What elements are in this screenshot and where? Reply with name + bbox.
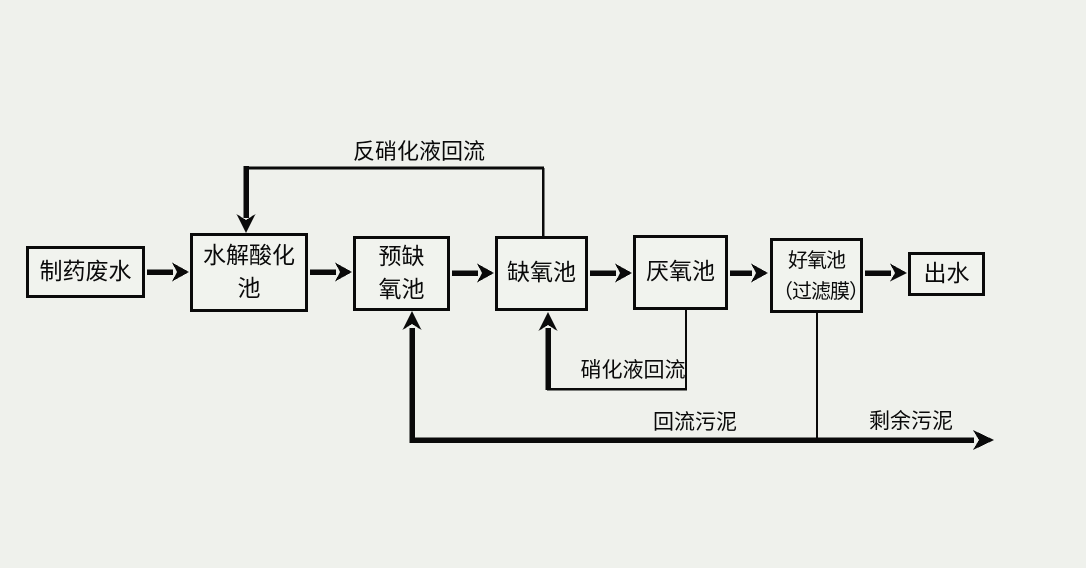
node-aerobic-tank-membrane: 好氧池 （过滤膜） [770,238,869,313]
arrowhead-down-icon [236,214,256,233]
arrow-preanoxic-to-anoxic [452,263,494,283]
node-feed: 制药废水 [26,246,145,298]
arrowhead-right-icon [890,263,907,282]
node-hydrolysis-label: 水解酸化池 [203,243,295,302]
node-anoxic-label: 缺氧池 [507,260,576,287]
line-return-sludge [402,311,994,450]
node-anoxic-tank: 缺氧池 [495,236,588,311]
node-pre-anoxic-label: 预缺 氧池 [378,244,425,303]
label-nitrified-reflux: 硝化液回流 [580,358,686,382]
arrowhead-right-icon [335,262,352,282]
node-effluent-label: 出水 [923,260,970,287]
node-feed-label: 制药废水 [39,258,132,285]
arrowhead-right-icon [973,430,994,450]
arrowhead-right-icon [615,263,632,283]
arrowhead-right-icon [751,263,768,283]
line-denitrified-reflux [236,166,545,236]
arrowhead-right-icon [477,263,494,283]
arrow-anaerobic-to-aerobic [730,263,768,283]
line-nitrified-reflux [538,310,687,391]
label-denitrified-reflux: 反硝化液回流 [352,140,485,165]
node-anaerobic-tank: 厌氧池 [633,235,728,310]
arrow-feed-to-hydrolysis [147,262,189,282]
arrowhead-up-icon [402,311,422,330]
node-anaerobic-label: 厌氧池 [646,259,715,286]
node-aerobic-label: 好氧池 （过滤膜） [773,247,869,303]
arrowhead-up-icon [538,312,558,331]
arrow-aerobic-to-effluent [865,263,907,282]
node-hydrolysis-acidification-tank: 水解酸化池 [190,233,308,312]
node-effluent: 出水 [908,252,985,296]
label-excess-sludge: 剩余污泥 [869,409,953,433]
arrowhead-right-icon [172,262,189,282]
arrow-anoxic-to-anaerobic [590,263,632,283]
node-pre-anoxic-tank: 预缺 氧池 [353,236,450,311]
arrow-hydrolysis-to-preanoxic [310,262,352,282]
label-return-sludge: 回流污泥 [653,410,737,434]
